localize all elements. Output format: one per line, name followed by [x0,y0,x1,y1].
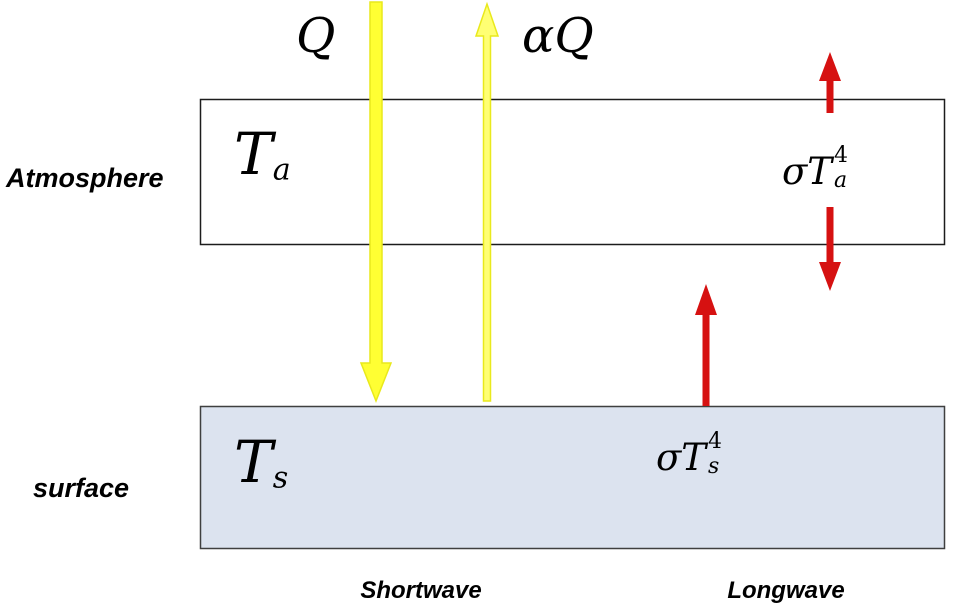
atmosphere-temp-label: Ta [234,120,291,188]
surface-temp-label: Ts [234,428,288,496]
atmosphere-longwave-up-arrow [819,52,841,113]
exponent-4: 4 [707,429,722,454]
t-symbol: T [807,150,832,193]
surface-label: surface [33,473,130,503]
surface-box [199,405,946,550]
atmosphere-label: Atmosphere [6,163,164,193]
subscript-a: a [272,152,291,188]
surface-longwave-up-arrow [695,284,717,406]
t-symbol: T [681,436,706,479]
incoming-shortwave-arrow [359,1,393,404]
subscript-s: s [707,454,720,479]
shortwave-label: Shortwave [360,577,482,604]
sigma-symbol: σ [782,150,808,193]
sigma-symbol: σ [656,436,682,479]
subscript-a: a [833,168,848,193]
exponent-4: 4 [833,143,848,168]
longwave-label: Longwave [727,577,845,604]
atmosphere-longwave-down-arrow [819,207,841,291]
q-label: Q [296,8,336,64]
reflected-shortwave-arrow [474,1,500,402]
subscript-s: s [272,460,289,496]
t-symbol: T [234,428,273,496]
alpha-q-label: αQ [522,8,594,64]
t-symbol: T [234,120,273,188]
atmosphere-box [199,98,946,246]
